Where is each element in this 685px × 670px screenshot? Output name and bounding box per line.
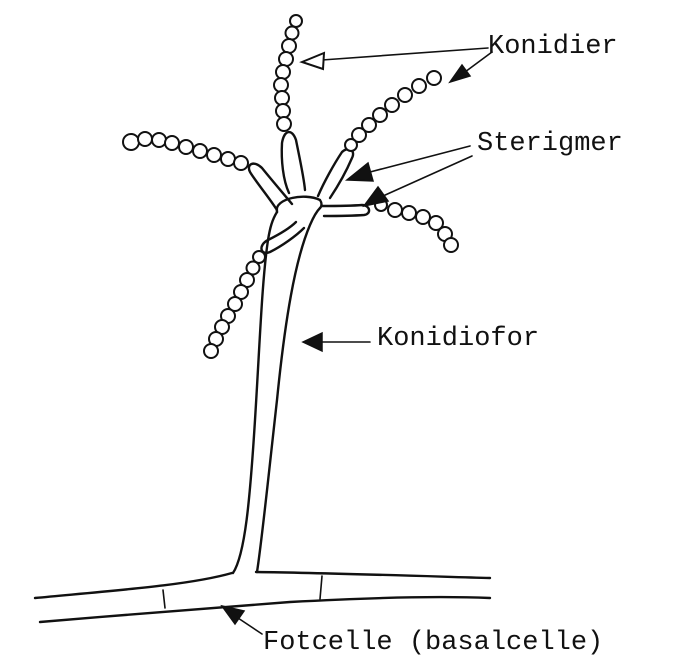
konidier-arrowhead-2 [450, 65, 470, 82]
hypha [35, 572, 490, 622]
conidia-chains [123, 15, 458, 358]
label-sterigmer: Sterigmer [477, 131, 623, 158]
label-konidier: Konidier [488, 34, 618, 61]
label-fotcelle: Fotcelle (basalcelle) [263, 630, 603, 657]
fotcelle-arrowhead [222, 606, 244, 624]
konidier-arrowhead-1 [302, 53, 324, 69]
conidiophore-stalk [233, 197, 322, 573]
konidiofor-arrowhead [303, 333, 322, 351]
label-konidiofor: Konidiofor [377, 326, 539, 353]
sterigmer-arrowhead-1 [347, 163, 373, 181]
